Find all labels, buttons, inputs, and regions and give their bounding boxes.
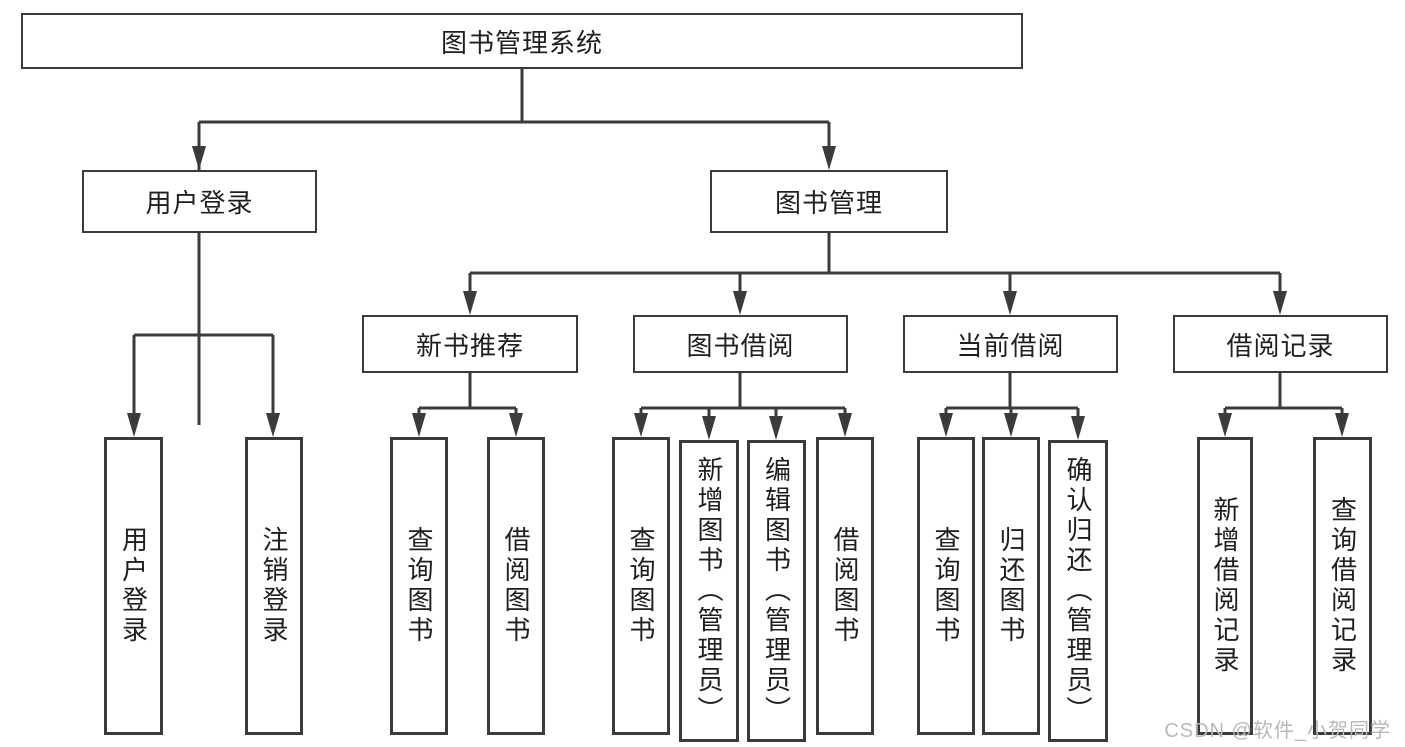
leaf-query-books-current: 查询图书 — [917, 437, 975, 735]
csdn-watermark: CSDN @软件_小贺同学 — [1164, 720, 1391, 742]
leaf-confirm-return-admin: 确认归还（管理员） — [1048, 440, 1108, 742]
leaf-edit-books-admin: 编辑图书（管理员） — [747, 440, 806, 742]
node-library-management-system: 图书管理系统 — [21, 13, 1023, 69]
leaf-user-login: 用户登录 — [104, 437, 163, 735]
node-book-borrowing: 图书借阅 — [633, 315, 848, 373]
leaf-borrow-books: 借阅图书 — [816, 437, 874, 735]
leaf-logout: 注销登录 — [245, 437, 303, 735]
node-new-book-recommendation: 新书推荐 — [362, 315, 578, 373]
node-current-borrowing: 当前借阅 — [903, 315, 1118, 373]
leaf-return-books: 归还图书 — [982, 437, 1040, 735]
node-book-management: 图书管理 — [710, 170, 948, 233]
leaf-query-books-recommend: 查询图书 — [390, 437, 448, 735]
leaf-borrow-books-recommend: 借阅图书 — [487, 437, 545, 735]
node-user-login: 用户登录 — [82, 170, 317, 233]
leaf-query-borrow-record: 查询借阅记录 — [1313, 437, 1372, 735]
leaf-add-books-admin: 新增图书（管理员） — [679, 440, 739, 742]
leaf-query-books-borrowing: 查询图书 — [612, 437, 670, 735]
leaf-add-borrow-record: 新增借阅记录 — [1197, 437, 1253, 735]
node-borrowing-records: 借阅记录 — [1173, 315, 1388, 373]
